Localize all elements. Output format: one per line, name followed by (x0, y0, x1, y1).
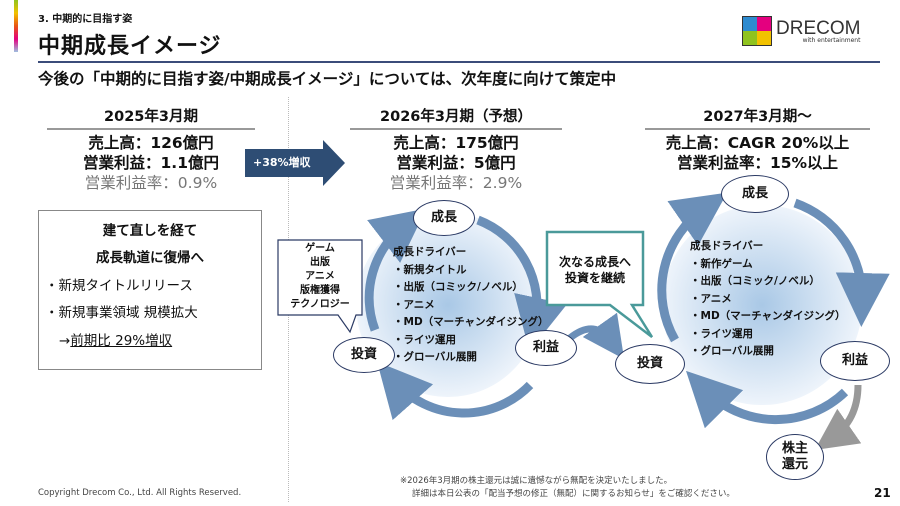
cycle1-invest-node: 投資 (333, 337, 395, 373)
cycle2-circle (662, 205, 862, 405)
column-header: 2025年3月期 (47, 105, 255, 130)
summary-line: 成長軌道に復帰へ (96, 250, 204, 266)
driver-item: ・出版（コミック/ノベル） (690, 275, 820, 287)
driver-item: ・アニメ (690, 292, 732, 305)
cycle2-drivers: 成長ドライバー ・新作ゲーム ・出版（コミック/ノベル） ・アニメ ・MD（マー… (690, 238, 846, 361)
driver-item: ・MD（マーチャンダイジング） (393, 316, 549, 328)
cycle1-drivers: 成長ドライバー ・新規タイトル ・出版（コミック/ノベル） ・アニメ ・MD（マ… (393, 244, 549, 367)
driver-item: ・MD（マーチャンダイジング） (690, 310, 846, 322)
arrow-glyph: → (59, 333, 71, 349)
kpi-sales: 売上高：175億円 (393, 134, 519, 152)
column-fy2026: 2026年3月期（予想） 売上高：175億円 営業利益：5億円 営業利益率：2.… (350, 105, 562, 193)
callout-line: ゲーム (305, 243, 335, 254)
kpi-sales: 売上高：126億円 (88, 134, 214, 152)
return-arrow (814, 384, 862, 450)
logo-tagline: with entertainment (802, 36, 861, 44)
drivers-title: 成長ドライバー (393, 246, 467, 258)
cycle2-arrow (685, 370, 849, 429)
callout-line: 次なる成長へ (558, 255, 631, 269)
column-fy2025: 2025年3月期 売上高：126億円 営業利益：1.1億円 営業利益率：0.9% (47, 105, 255, 193)
cycle1-callout: ゲーム 出版 アニメ 版権獲得 テクノロジー (278, 242, 362, 312)
footnote-line: ※2026年3月期の株主還元は誠に遺憾ながら無配を決定いたしました。 (400, 476, 673, 486)
growth-arrow: +38%増収 (245, 140, 345, 186)
callout-line: アニメ (305, 271, 335, 282)
page-number: 21 (874, 486, 891, 500)
copyright: Copyright Drecom Co., Ltd. All Rights Re… (38, 488, 242, 498)
summary-bullet: ・新規タイトルリリース (45, 278, 193, 294)
summary-bullet: ・新規事業領域 規模拡大 (45, 305, 198, 321)
driver-item: ・新規タイトル (393, 263, 467, 276)
column-header: 2027年3月期～ (645, 105, 870, 130)
cycle2-growth-node: 成長 (721, 175, 789, 213)
driver-item: ・グローバル展開 (690, 345, 774, 357)
node-label: 還元 (781, 457, 808, 472)
column-fy2027: 2027年3月期～ 売上高：CAGR 20%以上 営業利益率：15%以上 (645, 105, 870, 173)
cycle1-callout-box (277, 239, 363, 334)
kpi-sales: 売上高：CAGR 20%以上 (665, 134, 850, 152)
cycle2-invest-node: 投資 (615, 344, 685, 384)
page-title: 中期成長イメージ (38, 34, 222, 59)
column-header: 2026年3月期（予想） (350, 105, 562, 130)
driver-item: ・アニメ (393, 298, 435, 311)
footnote-line: 詳細は本日公表の「配当予想の修正（無配）に関するお知らせ」をご確認ください。 (412, 489, 735, 499)
title-divider (38, 61, 880, 63)
cycle1-profit-node: 利益 (515, 330, 577, 366)
middle-callout: 次なる成長へ 投資を継続 (547, 254, 643, 286)
drivers-title: 成長ドライバー (690, 240, 764, 252)
kpi-operating-profit: 営業利益：1.1億円 (83, 154, 219, 172)
kpi-operating-profit: 営業利益：5億円 (396, 154, 516, 172)
node-label: 株主 (781, 441, 808, 456)
cycle2-profit-node: 利益 (820, 341, 890, 381)
callout-line: テクノロジー (290, 299, 350, 310)
kpi-margin: 営業利益率：2.9% (389, 174, 523, 192)
cycle1-arrow (364, 208, 427, 332)
cycle2-arrow (793, 198, 890, 327)
logo-brand: DRECOM (776, 17, 861, 39)
callout-line: 版権獲得 (300, 285, 340, 296)
callout-line: 出版 (310, 257, 330, 268)
accent-color-bar (14, 0, 18, 52)
growth-rate: 前期比 29%増収 (70, 333, 173, 349)
cycle2-arrow (657, 192, 728, 343)
driver-item: ・出版（コミック/ノベル） (393, 281, 523, 293)
callout-line: 投資を継続 (564, 271, 625, 285)
kpi-margin: 営業利益率：0.9% (84, 174, 218, 192)
cycle1-arrow (476, 215, 568, 352)
subheading: 今後の「中期的に目指す姿/中期成長イメージ」については、次年度に向けて策定中 (38, 70, 617, 88)
summary-box: 建て直しを経て 成長軌道に復帰へ ・新規タイトルリリース ・新規事業領域 規模拡… (38, 210, 262, 370)
middle-callout-box (545, 230, 654, 338)
section-label: 3. 中期的に目指す姿 (38, 14, 133, 25)
driver-item: ・グローバル展開 (393, 351, 477, 363)
growth-arrow-label: +38%増収 (253, 156, 311, 169)
summary-line: 建て直しを経て (102, 223, 198, 239)
shareholder-return-node: 株主 還元 (766, 434, 824, 480)
kpi-margin: 営業利益率：15%以上 (676, 154, 839, 172)
driver-item: ・ライツ運用 (393, 333, 456, 346)
flower-logo-icon (742, 16, 772, 46)
driver-item: ・新作ゲーム (690, 257, 753, 270)
cycle1-arrow (377, 361, 534, 421)
driver-item: ・ライツ運用 (690, 327, 753, 340)
bridge-arrow (567, 312, 625, 360)
cycle1-growth-node: 成長 (413, 200, 475, 236)
